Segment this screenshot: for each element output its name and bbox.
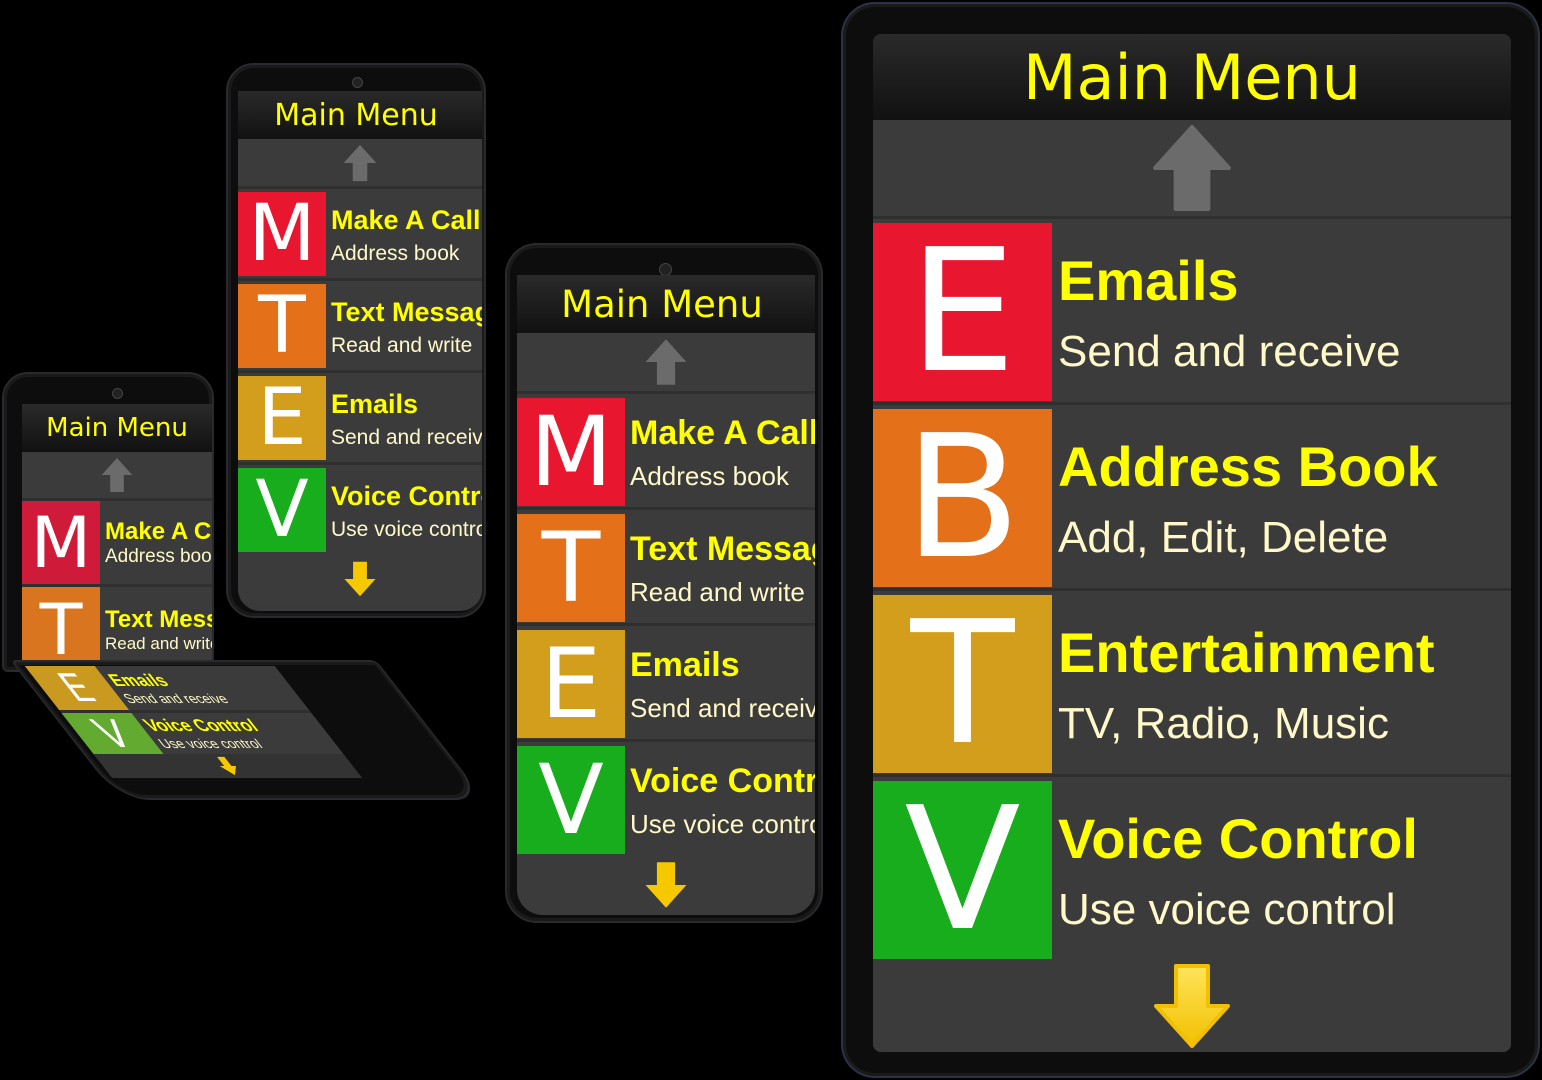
arrow-down-icon bbox=[645, 862, 687, 908]
item-title: Emails bbox=[630, 645, 740, 684]
arrow-up-icon bbox=[343, 144, 377, 181]
letter-tile-t: T bbox=[873, 585, 1052, 783]
item-subtitle: Send and receive bbox=[331, 425, 482, 449]
item-title: Text Messages bbox=[105, 605, 212, 633]
item-subtitle: Read and write bbox=[630, 576, 805, 607]
scroll-down-button[interactable] bbox=[873, 960, 1511, 1052]
item-subtitle: Use voice control bbox=[154, 736, 266, 751]
letter-tile-b: B bbox=[873, 399, 1052, 597]
item-subtitle: Use voice control bbox=[1058, 885, 1396, 934]
item-title: Voice Control bbox=[630, 761, 815, 800]
item-title: Emails bbox=[1058, 249, 1239, 312]
letter-tile-t: T bbox=[22, 587, 100, 672]
arrow-up-icon bbox=[645, 339, 687, 385]
item-title: Address Book bbox=[1058, 435, 1438, 498]
letter-tile-e: E bbox=[517, 628, 625, 740]
scroll-down-button[interactable] bbox=[93, 754, 363, 778]
scroll-down-button[interactable] bbox=[517, 855, 815, 915]
item-subtitle: Read and write bbox=[331, 333, 473, 357]
scroll-down-button[interactable] bbox=[238, 554, 482, 604]
item-subtitle: Address book bbox=[105, 545, 212, 567]
scroll-up-button[interactable] bbox=[873, 120, 1511, 216]
item-subtitle: Use voice control bbox=[331, 517, 482, 541]
item-title: Make A Call bbox=[105, 517, 212, 545]
front-camera bbox=[352, 77, 363, 88]
letter-tile-v: V bbox=[873, 771, 1052, 969]
item-title: Voice Control bbox=[331, 480, 482, 511]
page-title: Main Menu bbox=[873, 34, 1511, 120]
arrow-down-icon bbox=[344, 561, 376, 597]
item-subtitle: Send and receive bbox=[118, 690, 232, 706]
letter-tile-m: M bbox=[22, 501, 100, 584]
item-title: Voice Control bbox=[138, 716, 263, 735]
item-title: Voice Control bbox=[1058, 807, 1418, 870]
item-title: Make A Call bbox=[630, 413, 815, 452]
arrow-up-icon bbox=[101, 458, 133, 492]
item-title: Make A Call bbox=[331, 204, 481, 235]
arrow-down-icon bbox=[217, 756, 236, 776]
item-subtitle: Read and write bbox=[105, 633, 212, 653]
item-subtitle: Send and receive bbox=[630, 692, 815, 723]
page-title: Main Menu bbox=[238, 91, 482, 139]
front-camera bbox=[112, 388, 123, 399]
item-subtitle: Use voice control bbox=[630, 808, 815, 839]
item-subtitle: Send and receive bbox=[1058, 327, 1401, 376]
letter-tile-t: T bbox=[238, 281, 326, 371]
item-title: Text Messages bbox=[331, 296, 482, 327]
letter-tile-v: V bbox=[517, 744, 625, 856]
item-title: Entertainment bbox=[1058, 621, 1435, 684]
letter-tile-e: E bbox=[238, 373, 326, 463]
item-subtitle: Address book bbox=[331, 241, 460, 265]
item-subtitle: Add, Edit, Delete bbox=[1058, 513, 1389, 562]
scroll-up-button[interactable] bbox=[22, 452, 212, 498]
scroll-up-button[interactable] bbox=[238, 139, 482, 186]
page-title: Main Menu bbox=[517, 275, 815, 333]
letter-tile-m: M bbox=[238, 189, 326, 279]
arrow-down-icon bbox=[1154, 964, 1230, 1048]
scroll-up-button[interactable] bbox=[517, 333, 815, 391]
letter-tile-e: E bbox=[873, 213, 1052, 411]
arrow-up-icon bbox=[1153, 125, 1231, 211]
menu-item-text-messages[interactable]: T Text MessagesRead and write bbox=[517, 507, 815, 624]
letter-tile-m: M bbox=[517, 396, 625, 508]
menu-item-text-messages[interactable]: T Text MessagesRead and write bbox=[22, 584, 212, 672]
item-title: Emails bbox=[103, 670, 173, 690]
item-subtitle: TV, Radio, Music bbox=[1058, 699, 1389, 748]
letter-tile-v: V bbox=[238, 465, 326, 555]
page-title: Main Menu bbox=[22, 404, 212, 452]
item-title: Emails bbox=[331, 388, 419, 419]
item-subtitle: Address book bbox=[630, 460, 789, 491]
letter-tile-t: T bbox=[517, 512, 625, 624]
item-title: Text Messages bbox=[630, 529, 815, 568]
menu-item-text-messages[interactable]: T Text MessagesRead and write bbox=[238, 278, 482, 371]
